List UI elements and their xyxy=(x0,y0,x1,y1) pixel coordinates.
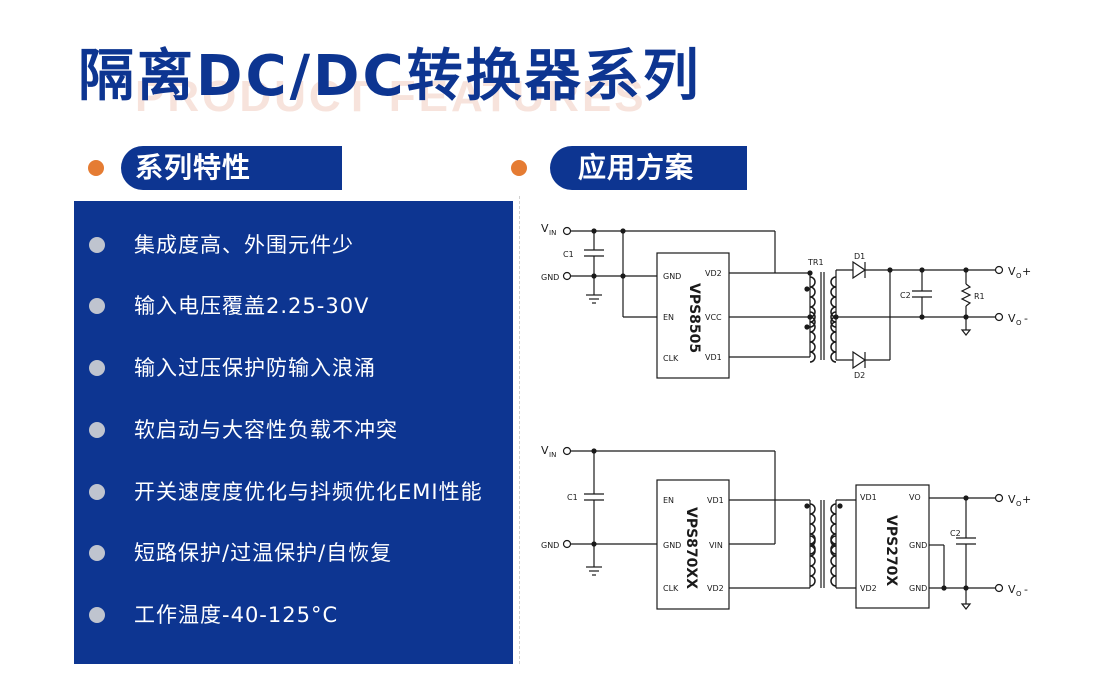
application-dot-icon xyxy=(511,160,527,176)
c1-vin-label: V xyxy=(541,222,549,235)
feature-item: 开关速度度优化与抖频优化EMI性能 xyxy=(74,472,513,512)
c2-chip2-label: VPS270X xyxy=(883,515,899,586)
c2-chip2-pin-gnd2: GND xyxy=(909,584,927,593)
c1-c1-label: C1 xyxy=(563,250,574,259)
c2-chip1-pin-gnd: GND xyxy=(663,541,681,550)
feature-item: 短路保护/过温保护/自恢复 xyxy=(74,533,513,573)
c1-c2-label: C2 xyxy=(900,291,911,300)
c1-vo-pos-sign: + xyxy=(1022,265,1031,278)
c2-chip2-pin-vd2: VD2 xyxy=(860,584,877,593)
c2-vo-pos-label: V xyxy=(1008,493,1016,506)
c1-d1-label: D1 xyxy=(854,252,865,261)
bullet-icon xyxy=(89,545,105,561)
feature-item: 软启动与大容性负载不冲突 xyxy=(74,410,513,450)
page-title: 隔离DC/DC转换器系列 xyxy=(78,44,702,109)
c2-vin-label: V xyxy=(541,444,549,457)
circuit-2-labels: V IN GND C1 EN GND CLK VD1 VIN VD2 VPS87… xyxy=(541,444,1031,598)
c2-chip2-pin-gnd1: GND xyxy=(909,541,927,550)
feature-item: 集成度高、外围元件少 xyxy=(74,225,513,265)
c1-vo-pos-label: V xyxy=(1008,265,1016,278)
circuit-1 xyxy=(562,226,1004,379)
c1-chip-label: VPS8505 xyxy=(686,283,702,353)
c1-vin-sub: IN xyxy=(549,229,556,237)
feature-text: 软启动与大容性负载不冲突 xyxy=(134,418,398,442)
circuit-1-labels: V IN GND C1 GND EN CLK VD2 VCC VD1 VPS85… xyxy=(541,222,1031,380)
bullet-icon xyxy=(89,484,105,500)
c1-vo-neg-sign: - xyxy=(1024,312,1028,325)
feature-text: 集成度高、外围元件少 xyxy=(134,233,354,257)
c1-gnd-label: GND xyxy=(541,273,559,282)
watermark-text: PRODUCT FEATURES xyxy=(135,72,647,121)
c2-gnd-label: GND xyxy=(541,541,559,550)
features-dot-icon xyxy=(88,160,104,176)
c2-vo-neg-sub: O xyxy=(1016,590,1022,598)
divider xyxy=(519,196,520,664)
c2-chip2-pin-vo: VO xyxy=(909,493,921,502)
c1-vo-pos-sub: O xyxy=(1016,272,1022,280)
c1-tr1-label: TR1 xyxy=(807,258,824,267)
feature-text: 输入电压覆盖2.25-30V xyxy=(134,294,370,318)
c2-c1-label: C1 xyxy=(567,493,578,502)
c1-pin-vcc: VCC xyxy=(705,313,722,322)
circuit-2 xyxy=(562,446,1004,610)
bullet-icon xyxy=(89,422,105,438)
c1-pin-en: EN xyxy=(663,313,674,322)
c1-pin-vd1: VD1 xyxy=(705,353,722,362)
c2-chip1-pin-vin: VIN xyxy=(709,541,723,550)
c2-chip1-pin-vd2: VD2 xyxy=(707,584,724,593)
c1-pin-gnd: GND xyxy=(663,272,681,281)
c2-chip1-pin-en: EN xyxy=(663,496,674,505)
feature-text: 输入过压保护防输入浪涌 xyxy=(134,356,376,380)
c1-vo-neg-label: V xyxy=(1008,312,1016,325)
feature-text: 短路保护/过温保护/自恢复 xyxy=(134,541,393,565)
features-tab: 系列特性 xyxy=(121,146,342,190)
feature-text: 工作温度-40-125°C xyxy=(134,603,339,627)
c2-chip1-pin-clk: CLK xyxy=(663,584,679,593)
c2-vo-neg-label: V xyxy=(1008,583,1016,596)
bullet-icon xyxy=(89,360,105,376)
bullet-icon xyxy=(89,237,105,253)
c1-d2-label: D2 xyxy=(854,371,865,380)
c1-pin-vd2: VD2 xyxy=(705,269,722,278)
c2-chip1-label: VPS870XX xyxy=(683,507,699,589)
c2-chip1-pin-vd1: VD1 xyxy=(707,496,724,505)
c2-c2-label: C2 xyxy=(950,529,961,538)
features-panel: 集成度高、外围元件少 输入电压覆盖2.25-30V 输入过压保护防输入浪涌 软启… xyxy=(74,201,513,664)
bullet-icon xyxy=(89,607,105,623)
c2-vo-neg-sign: - xyxy=(1024,583,1028,596)
c2-vo-pos-sign: + xyxy=(1022,493,1031,506)
c2-chip2-pin-vd1: VD1 xyxy=(860,493,877,502)
application-tab: 应用方案 xyxy=(550,146,747,190)
c1-r1-label: R1 xyxy=(974,292,985,301)
c1-pin-clk: CLK xyxy=(663,354,679,363)
feature-item: 输入过压保护防输入浪涌 xyxy=(74,348,513,388)
feature-text: 开关速度度优化与抖频优化EMI性能 xyxy=(134,480,483,504)
feature-item: 工作温度-40-125°C xyxy=(74,595,513,635)
c2-vo-pos-sub: O xyxy=(1016,500,1022,508)
bullet-icon xyxy=(89,298,105,314)
c2-vin-sub: IN xyxy=(549,451,556,459)
feature-item: 输入电压覆盖2.25-30V xyxy=(74,286,513,326)
c1-vo-neg-sub: O xyxy=(1016,319,1022,327)
